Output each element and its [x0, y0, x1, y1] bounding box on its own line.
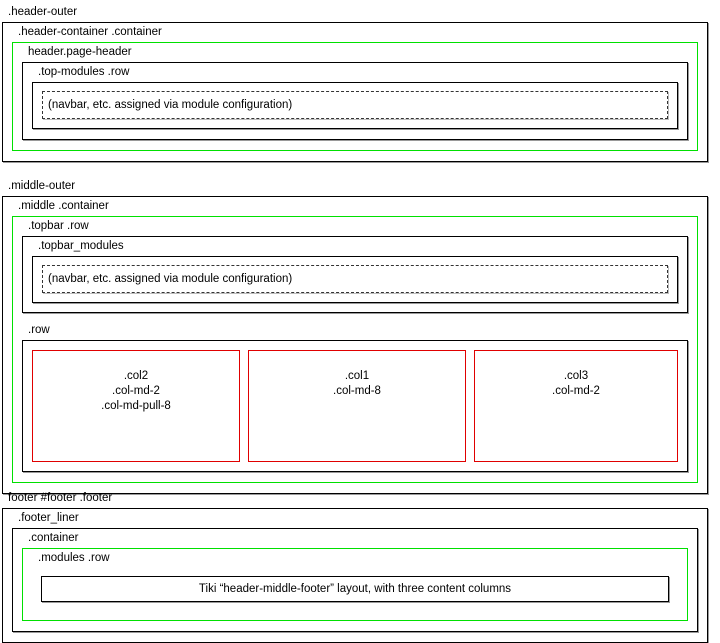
footer-container-box: .container .modules .row Tiki “header-mi… — [22, 529, 688, 621]
footer-outer-body: .footer_liner .container .modules .row T… — [2, 508, 708, 643]
header-container-label: .header-container .container — [18, 26, 162, 38]
middle-outer-label: .middle-outer — [8, 180, 76, 192]
middle-container-box: .middle .container .topbar .row .topbar_… — [12, 197, 698, 483]
column-col1: .col1 .col-md-8 — [248, 350, 466, 462]
content-row-body: .col2 .col-md-2 .col-md-pull-8 .col1 .co… — [22, 340, 688, 472]
content-row-label: .row — [28, 324, 50, 336]
topbar-modules-label: .topbar_modules — [38, 240, 124, 252]
footer-container-label: .container — [28, 532, 79, 544]
top-modules-body: (navbar, etc. assigned via module config… — [32, 82, 678, 129]
page-header-box: header.page-header .top-modules .row (na… — [22, 43, 688, 140]
footer-outer-box: footer #footer .footer .footer_liner .co… — [2, 489, 708, 643]
footer-outer-label: footer #footer .footer — [8, 492, 113, 504]
top-modules-box: .top-modules .row (navbar, etc. assigned… — [32, 63, 678, 129]
middle-outer-box: .middle-outer .middle .container .topbar… — [2, 177, 708, 494]
middle-outer-body: .middle .container .topbar .row .topbar_… — [2, 196, 708, 494]
footer-modules-label: .modules .row — [38, 552, 110, 564]
header-outer-body: .header-container .container header.page… — [2, 22, 708, 162]
topbar-modules-body: (navbar, etc. assigned via module config… — [32, 256, 678, 303]
column-col1-label: .col1 .col-md-8 — [333, 370, 381, 397]
footer-container-body: .modules .row Tiki “header-middle-footer… — [22, 548, 688, 621]
content-row-box: .row .col2 .col-md-2 .col-md-pull-8 .col… — [22, 321, 688, 472]
column-col2: .col2 .col-md-2 .col-md-pull-8 — [32, 350, 240, 462]
footer-modules-box: .modules .row Tiki “header-middle-footer… — [32, 549, 678, 611]
middle-container-body: .topbar .row .topbar_modules (navbar, et… — [12, 216, 698, 483]
column-col3-label: .col3 .col-md-2 — [552, 370, 600, 397]
header-module-placeholder: (navbar, etc. assigned via module config… — [42, 91, 668, 119]
topbar-modules-box: .topbar_modules (navbar, etc. assigned v… — [32, 237, 678, 303]
footer-liner-box: .footer_liner .container .modules .row T… — [12, 509, 698, 632]
middle-container-label: .middle .container — [18, 200, 109, 212]
footer-liner-label: .footer_liner — [18, 512, 79, 524]
footer-modules-body: Tiki “header-middle-footer” layout, with… — [32, 568, 678, 611]
column-col3: .col3 .col-md-2 — [474, 350, 678, 462]
column-col2-label: .col2 .col-md-2 .col-md-pull-8 — [101, 370, 171, 412]
header-container-box: .header-container .container header.page… — [12, 23, 698, 151]
middle-module-placeholder: (navbar, etc. assigned via module config… — [42, 265, 668, 293]
footer-liner-body: .container .modules .row Tiki “header-mi… — [12, 528, 698, 632]
topbar-row-label: .topbar .row — [28, 220, 89, 232]
header-outer-label: .header-outer — [8, 6, 78, 18]
header-container-body: header.page-header .top-modules .row (na… — [12, 42, 698, 151]
topbar-row-body: .topbar_modules (navbar, etc. assigned v… — [22, 236, 688, 313]
top-modules-label: .top-modules .row — [38, 66, 130, 78]
layout-caption: Tiki “header-middle-footer” layout, with… — [41, 576, 669, 602]
page-header-body: .top-modules .row (navbar, etc. assigned… — [22, 62, 688, 140]
header-outer-box: .header-outer .header-container .contain… — [2, 3, 708, 162]
page-header-label: header.page-header — [28, 46, 132, 58]
topbar-row-box: .topbar .row .topbar_modules (navbar, et… — [22, 217, 688, 313]
